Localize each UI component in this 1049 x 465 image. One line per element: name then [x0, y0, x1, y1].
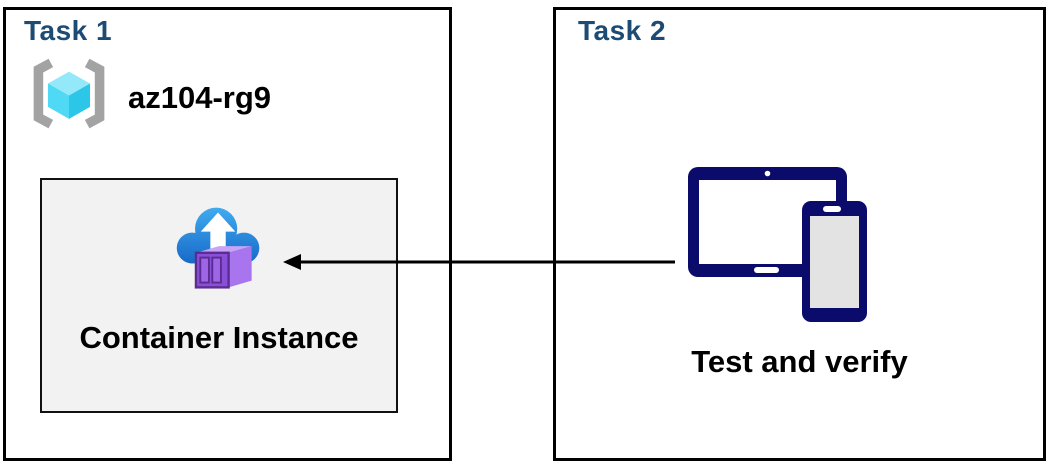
task2-box: Task 2 Test and verify [553, 7, 1046, 461]
test-and-verify-label: Test and verify [691, 344, 908, 379]
container-instance-icon [176, 207, 260, 289]
resource-group-name: az104-rg9 [128, 80, 272, 115]
arrow-connector [283, 254, 675, 270]
tablet-phone-devices-icon [688, 167, 867, 322]
arrowhead-icon [283, 254, 301, 270]
task1-title: Task 1 [24, 15, 113, 46]
task2-title: Task 2 [578, 15, 667, 46]
task1-box: Task 1 az104-rg9 [3, 7, 452, 461]
container-instance-label: Container Instance [79, 320, 359, 355]
resource-group-icon [33, 58, 105, 129]
container-shape [194, 246, 252, 289]
phone-shape [802, 201, 867, 322]
container-instance-box: Container Instance [40, 178, 398, 413]
upload-arrow-shape [200, 212, 236, 255]
